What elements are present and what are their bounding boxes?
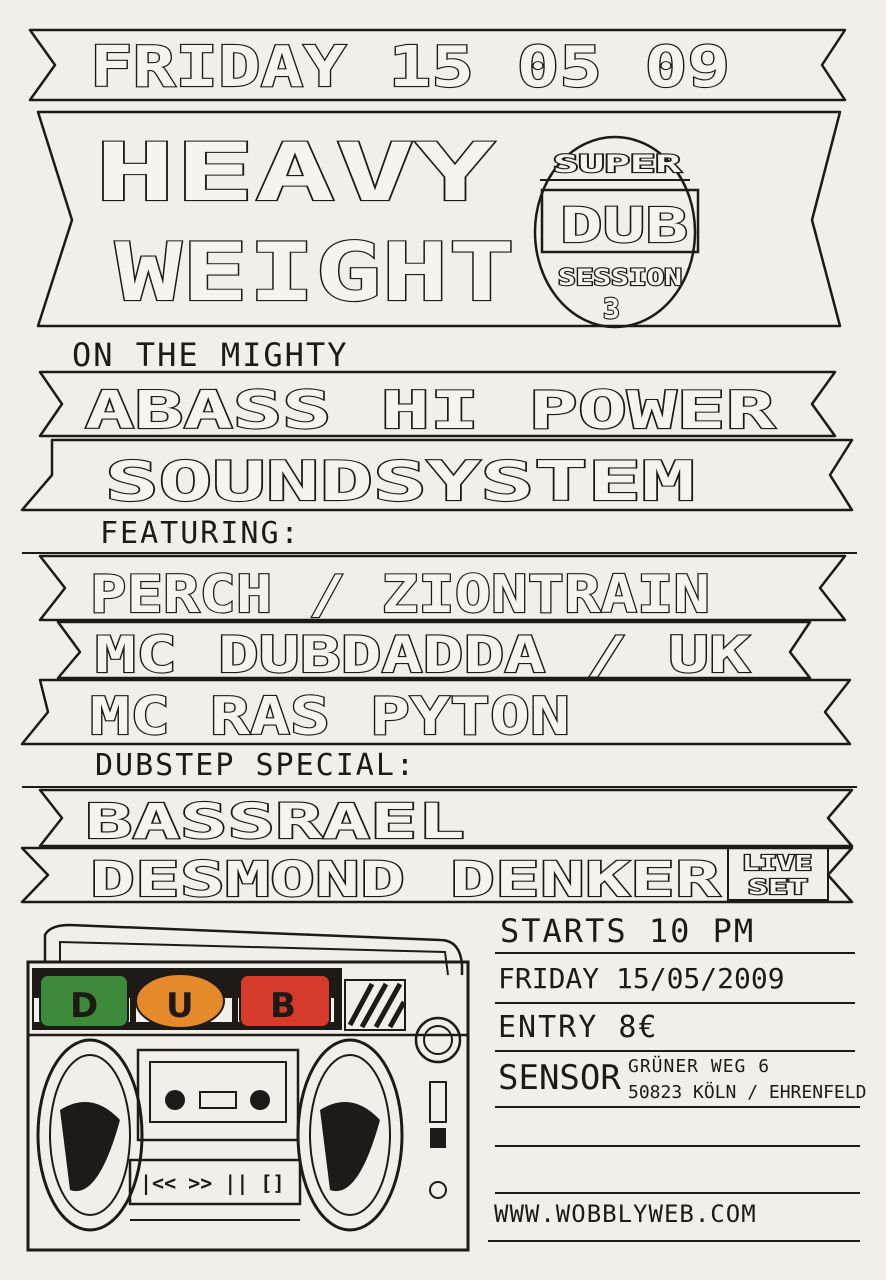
on-the-mighty-label: ON THE MIGHTY: [72, 336, 349, 374]
badge-oval: [533, 135, 697, 329]
featuring-artist-1: PERCH / ZIONTRAIN: [90, 565, 710, 625]
website-link[interactable]: WWW.WOBBLYWEB.COM: [494, 1200, 757, 1228]
info-rule-6: [495, 1192, 860, 1194]
featuring-banner-3: [20, 678, 852, 746]
badge-dub: DUB: [560, 198, 688, 254]
dubstep-label: DUBSTEP SPECIAL:: [95, 748, 416, 783]
starts-time: STARTS 10 PM: [500, 912, 756, 950]
live-set-box: [727, 847, 829, 901]
boombox-letter-u: [135, 973, 225, 1029]
featuring-banner-2: [56, 620, 812, 680]
badge-super: SUPER: [553, 150, 682, 178]
badge-number: 3: [603, 292, 620, 325]
info-rule-3: [495, 1050, 855, 1052]
featuring-artist-2: MC DUBDADDA / UK: [95, 626, 750, 684]
venue-name: SENSOR: [498, 1058, 621, 1098]
boombox-d-text: D: [70, 986, 98, 1026]
entry-price: ENTRY 8€: [498, 1010, 659, 1045]
info-rule-7: [488, 1240, 860, 1242]
venue-address-1: GRÜNER WEG 6: [628, 1056, 771, 1077]
rule-dubstep: [22, 786, 857, 788]
boombox-letter-d: [39, 974, 129, 1028]
soundsystem-line-2: SOUNDSYSTEM: [105, 450, 695, 513]
badge-dub-box: [540, 188, 700, 254]
boombox-b-text: B: [270, 986, 296, 1026]
badge-session: SESSION: [558, 266, 682, 291]
featuring-banner-1: [38, 554, 847, 622]
title-banner-shape: [36, 110, 842, 328]
info-rule-5: [495, 1145, 860, 1147]
dubstep-banner-2: [20, 846, 854, 904]
event-day: FRIDAY 15/05/2009: [498, 962, 785, 995]
soundsystem-banner-2: [20, 438, 854, 512]
dubstep-artist-1: BASSRAEL: [85, 794, 465, 850]
soundsystem-banner-1: [38, 370, 837, 438]
boombox-u-text: U: [166, 986, 194, 1026]
rule-featuring: [22, 552, 857, 554]
title-weight: WEIGHT: [115, 226, 515, 319]
venue-address-2: 50823 KÖLN / EHRENFELD: [628, 1082, 867, 1103]
dubstep-banner-1: [38, 788, 854, 848]
soundsystem-line-1: ABASS HI POWER: [85, 381, 776, 441]
featuring-artist-3: MC RAS PYTON: [90, 687, 570, 747]
set-label: SET: [748, 875, 808, 899]
boombox-letter-b: [239, 974, 331, 1028]
date-banner-shape: [28, 28, 847, 102]
featuring-label: FEATURING:: [100, 516, 301, 551]
date-banner-text: FRIDAY 15 05 09: [90, 35, 730, 100]
dubstep-artist-2: DESMOND DENKER: [90, 852, 720, 908]
title-heavy: HEAVY: [95, 126, 495, 219]
live-label: LIVE: [742, 851, 812, 875]
info-rule-1: [495, 952, 855, 954]
boombox-illustration: D U B |<< >> || []: [26, 923, 470, 1252]
info-rule-2: [495, 1002, 855, 1004]
boombox-controls: |<< >> || []: [140, 1171, 285, 1195]
info-rule-4: [495, 1106, 860, 1108]
